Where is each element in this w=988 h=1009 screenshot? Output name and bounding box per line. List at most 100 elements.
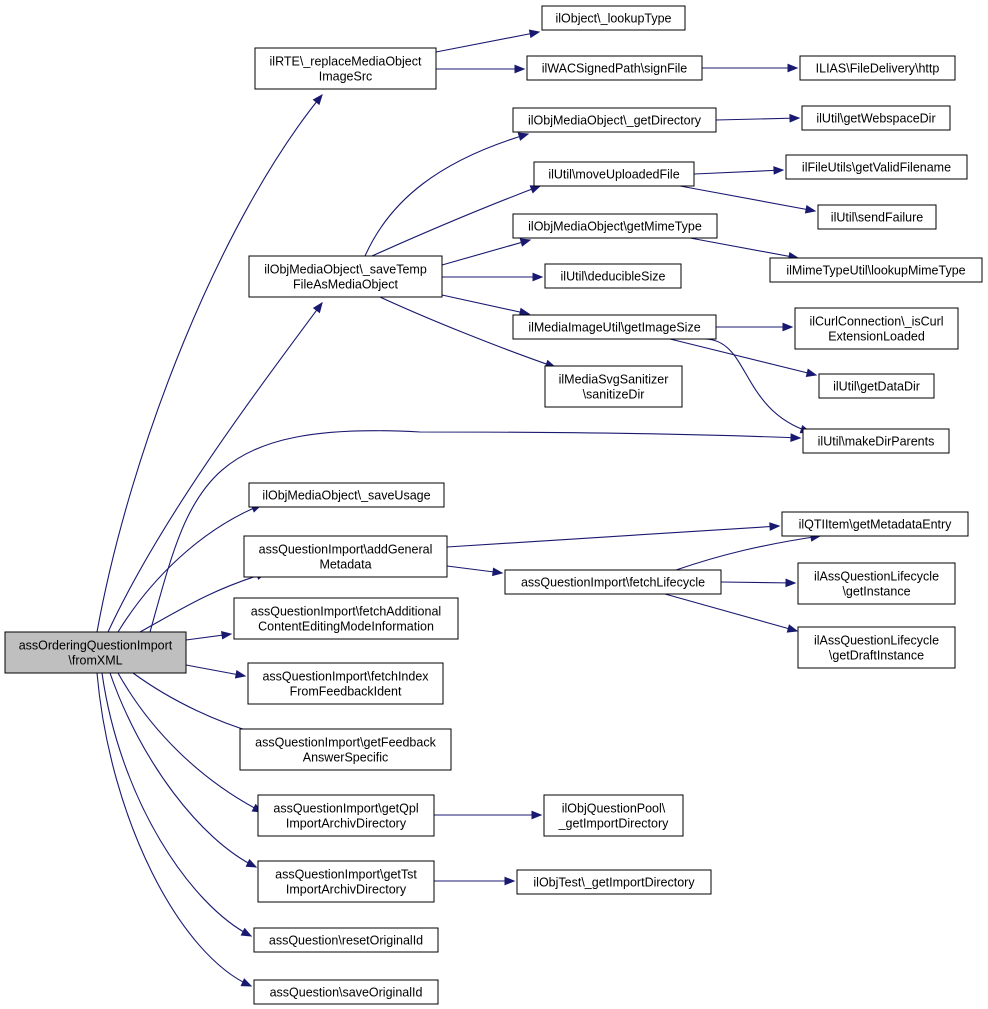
node-label: ilAssQuestionLifecycle [814,634,939,648]
node-getQpl[interactable]: assQuestionImport\getQplImportArchivDire… [257,794,435,837]
edge-arrowhead [504,876,516,886]
edge-saveTemp-to-deducibleSize [442,272,544,282]
edge-line [715,117,800,121]
node-box[interactable] [512,107,717,133]
node-label: ilFileUtils\getValidFilename [802,161,951,175]
node-box[interactable] [802,428,950,454]
edge-line [101,672,252,937]
node-getFeedback[interactable]: assQuestionImport\getFeedbackAnswerSpeci… [239,728,452,771]
edge-arrowhead [519,238,532,247]
node-box[interactable] [544,365,683,408]
node-getDirectory[interactable]: ilObjMediaObject\_getDirectory [512,107,717,133]
node-box[interactable] [541,5,686,31]
node-box[interactable] [785,154,968,180]
node-root[interactable]: assOrderingQuestionImport\fromXML [4,631,187,674]
node-box[interactable] [533,161,695,187]
node-sendFailure[interactable]: ilUtil\sendFailure [817,204,937,230]
node-fileDelivery[interactable]: ILIAS\FileDelivery\http [799,55,956,81]
edge-line [109,672,257,868]
node-deducibleSize[interactable]: ilUtil\deducibleSize [544,263,682,289]
node-box[interactable] [247,662,444,705]
node-fetchIndex[interactable]: assQuestionImport\fetchIndexFromFeedback… [247,662,444,705]
node-box[interactable] [769,257,983,283]
node-box[interactable] [253,927,439,953]
node-fetchAdditional[interactable]: assQuestionImport\fetchAdditionalContent… [233,597,459,640]
node-box[interactable] [243,535,448,578]
node-label: assQuestion\saveOriginalId [270,986,423,1000]
node-svgSanitizer[interactable]: ilMediaSvgSanitizer\sanitizeDir [544,365,683,408]
node-box[interactable] [512,213,718,239]
node-box[interactable] [781,511,969,537]
node-lifecycleGetInstance[interactable]: ilAssQuestionLifecycle\getInstance [797,562,956,605]
node-label: assQuestionImport\getTst [275,868,417,882]
edge-line [446,525,780,548]
node-getDataDir[interactable]: ilUtil\getDataDir [818,373,935,399]
node-box[interactable] [543,794,684,837]
node-label: ilMimeTypeUtil\lookupMimeType [786,264,965,278]
node-makeDirParents[interactable]: ilUtil\makeDirParents [802,428,950,454]
node-saveUsage[interactable]: ilObjMediaObject\_saveUsage [248,482,445,508]
node-getMimeType[interactable]: ilObjMediaObject\getMimeType [512,213,718,239]
edge-line [149,430,801,633]
edge-moveUploaded-to-validFilename [693,166,785,175]
node-box[interactable] [4,631,187,674]
node-fetchLifecycle[interactable]: assQuestionImport\fetchLifecycle [504,569,722,595]
node-resetOriginal[interactable]: assQuestion\resetOriginalId [253,927,439,953]
edge-saveTemp-to-getImageSize [441,294,531,317]
node-label: ImageSrc [319,70,373,84]
node-getTst[interactable]: assQuestionImport\getTstImportArchivDire… [257,860,435,903]
node-box[interactable] [248,255,443,298]
node-label: \sanitizeDir [583,388,645,402]
node-metadataEntry[interactable]: ilQTIItem\getMetadataEntry [781,511,969,537]
node-label: _getImportDirectory [558,817,670,831]
edge-line [441,294,530,315]
edge-arrowhead [245,858,258,868]
node-label: AnswerSpecific [303,751,388,765]
node-label: ilObjQuestionPool\ [562,802,666,816]
node-label: ilWACSignedPath\signFile [542,62,687,76]
node-validFilename[interactable]: ilFileUtils\getValidFilename [785,154,968,180]
node-box[interactable] [817,204,937,230]
node-box[interactable] [818,373,935,399]
node-box[interactable] [233,597,459,640]
node-label: ilObjMediaObject\_saveTemp [264,263,427,277]
function-nodes: assOrderingQuestionImport\fromXML ilRTE\_… [4,5,983,1005]
node-box[interactable] [544,263,682,289]
node-label: ilObject\_lookupType [555,12,671,26]
node-box[interactable] [797,562,956,605]
node-box[interactable] [794,307,959,350]
node-lookupMimeType[interactable]: ilMimeTypeUtil\lookupMimeType [769,257,983,283]
edge-arrowhead [240,978,253,987]
node-box[interactable] [239,728,452,771]
node-box[interactable] [253,979,439,1005]
node-box[interactable] [512,314,717,340]
node-signFile[interactable]: ilWACSignedPath\signFile [526,55,703,81]
node-box[interactable] [257,860,435,903]
node-box[interactable] [801,105,951,131]
node-box[interactable] [257,794,435,837]
node-saveTemp[interactable]: ilObjMediaObject\_saveTempFileAsMediaObj… [248,255,443,298]
node-box[interactable] [248,482,445,508]
edge-signFile-to-fileDelivery [702,63,799,73]
node-getImageSize[interactable]: ilMediaImageUtil\getImageSize [512,314,717,340]
node-box[interactable] [797,626,956,669]
edge-line [669,338,817,376]
node-box[interactable] [504,569,722,595]
node-label: assQuestionImport\addGeneral [259,543,433,557]
node-lifecycleDraft[interactable]: ilAssQuestionLifecycle\getDraftInstance [797,626,956,669]
node-box[interactable] [516,869,712,895]
node-lookupType[interactable]: ilObject\_lookupType [541,5,686,31]
node-moveUploaded[interactable]: ilUtil\moveUploadedFile [533,161,695,187]
edge-line [117,504,262,633]
node-saveOriginal[interactable]: assQuestion\saveOriginalId [253,979,439,1005]
node-box[interactable] [799,55,956,81]
node-webspaceDir[interactable]: ilUtil\getWebspaceDir [801,105,951,131]
node-box[interactable] [526,55,703,81]
node-tstImportDir[interactable]: ilObjTest\_getImportDirectory [516,869,712,895]
edge-arrowhead [786,624,799,633]
node-qplImportDir[interactable]: ilObjQuestionPool\_getImportDirectory [543,794,684,837]
node-box[interactable] [254,47,437,90]
